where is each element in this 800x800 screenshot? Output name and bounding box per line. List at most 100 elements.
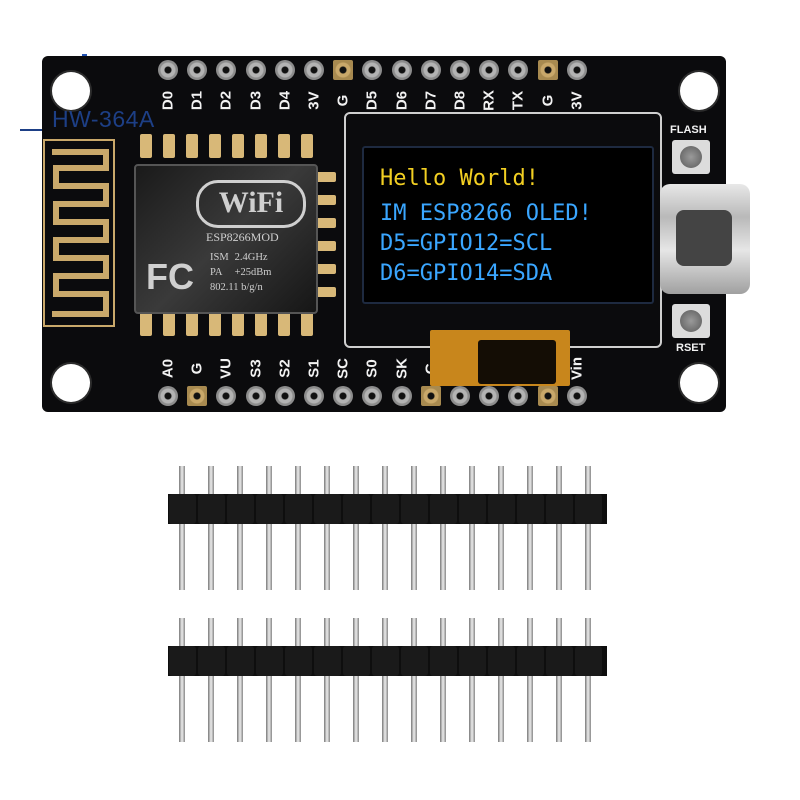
reset-button[interactable]	[672, 304, 710, 338]
header-pin	[585, 618, 591, 742]
top-pin-label: RX	[480, 90, 498, 111]
module-pad	[316, 195, 336, 205]
top-pin-label: D3	[247, 90, 265, 111]
flash-button[interactable]	[672, 140, 710, 174]
top-pin-pad	[537, 60, 558, 80]
oled-line-4: D6=GPIO14=SDA	[380, 261, 553, 286]
header-pin	[585, 466, 591, 590]
top-pin-pad	[508, 60, 529, 80]
module-pad	[209, 134, 221, 158]
bottom-pin-pad	[187, 386, 208, 406]
module-pad	[316, 218, 336, 228]
bottom-pin-label: S0	[363, 359, 381, 378]
oled-line-3: D5=GPIO12=SCL	[380, 231, 553, 256]
header-segment	[343, 646, 370, 676]
top-pin-label: G	[539, 94, 557, 107]
header-segment	[488, 646, 515, 676]
module-pad	[186, 312, 198, 336]
top-pin-label: D5	[363, 90, 381, 111]
bottom-pin-label: SK	[393, 358, 411, 379]
header-pin	[498, 466, 504, 590]
header-pin	[295, 618, 301, 742]
header-segment	[169, 646, 196, 676]
header-plastic-body	[168, 494, 607, 524]
header-segment	[227, 646, 254, 676]
header-pin	[179, 618, 185, 742]
top-pin-pad	[216, 60, 237, 80]
header-pin	[411, 618, 417, 742]
header-pin	[382, 466, 388, 590]
top-pin-pad	[245, 60, 266, 80]
header-pin	[324, 618, 330, 742]
header-segment	[285, 494, 312, 524]
bottom-pin-label: S3	[247, 359, 265, 378]
bottom-pin-pad	[479, 386, 500, 406]
header-segment	[198, 646, 225, 676]
top-pin-pad	[566, 60, 587, 80]
usb-c-opening	[676, 210, 732, 266]
module-pad	[232, 134, 244, 158]
header-pin	[498, 618, 504, 742]
bottom-pin-pad	[362, 386, 383, 406]
top-pin-pad	[274, 60, 295, 80]
header-pin	[353, 618, 359, 742]
module-pad	[301, 134, 313, 158]
header-pin	[295, 466, 301, 590]
module-pad	[316, 264, 336, 274]
oled-flex-connector	[478, 340, 556, 384]
module-name: ESP8266MOD	[206, 230, 279, 244]
header-pin	[440, 466, 446, 590]
header-segment	[459, 494, 486, 524]
bottom-pin-pad	[304, 386, 324, 406]
fc-mark: FC	[146, 256, 194, 297]
header-pin	[237, 466, 243, 590]
top-pin-label: D7	[422, 90, 440, 111]
module-pad	[163, 134, 175, 158]
bottom-pin-label: Vin	[568, 356, 586, 381]
header-segment	[314, 494, 341, 524]
header-pin	[324, 466, 330, 590]
header-segment	[575, 494, 602, 524]
oled-line-1: Hello World!	[380, 166, 539, 191]
top-pin-pad	[158, 60, 178, 80]
header-segment	[227, 494, 254, 524]
header-pin	[237, 618, 243, 742]
top-pin-label: 3V	[568, 91, 586, 110]
top-pin-label: D6	[393, 90, 411, 111]
top-pin-pad	[362, 60, 383, 80]
bottom-pin-label: S2	[276, 359, 294, 378]
top-pin-label: TX	[509, 90, 527, 111]
module-pad	[316, 287, 336, 297]
module-pad	[278, 134, 290, 158]
oled-screen: Hello World! IM ESP8266 OLED! D5=GPIO12=…	[362, 146, 654, 304]
header-segment	[430, 646, 457, 676]
bottom-pin-label: G	[188, 362, 206, 375]
top-pin-pad	[479, 60, 500, 80]
module-pad	[255, 312, 267, 336]
bottom-pin-pad	[420, 386, 441, 406]
top-pin-pad	[420, 60, 441, 80]
mounting-hole	[52, 364, 90, 402]
bottom-pin-pad	[158, 386, 178, 406]
module-pad	[301, 312, 313, 336]
header-segment	[372, 494, 399, 524]
header-segment	[256, 646, 283, 676]
wifi-badge: WiFi	[196, 180, 306, 228]
header-pin	[440, 618, 446, 742]
header-segment	[314, 646, 341, 676]
module-pad	[316, 172, 336, 182]
reset-button-label: RSET	[676, 342, 706, 354]
header-pin	[469, 618, 475, 742]
header-segment	[401, 646, 428, 676]
module-pad	[255, 134, 267, 158]
module-pad	[163, 312, 175, 336]
bottom-pin-pad	[216, 386, 237, 406]
header-pin	[266, 466, 272, 590]
top-pin-pad	[391, 60, 412, 80]
header-pin	[556, 466, 562, 590]
header-pin	[469, 466, 475, 590]
bottom-pin-pad	[537, 386, 558, 406]
header-pin	[411, 466, 417, 590]
header-pin	[382, 618, 388, 742]
header-pin	[527, 466, 533, 590]
